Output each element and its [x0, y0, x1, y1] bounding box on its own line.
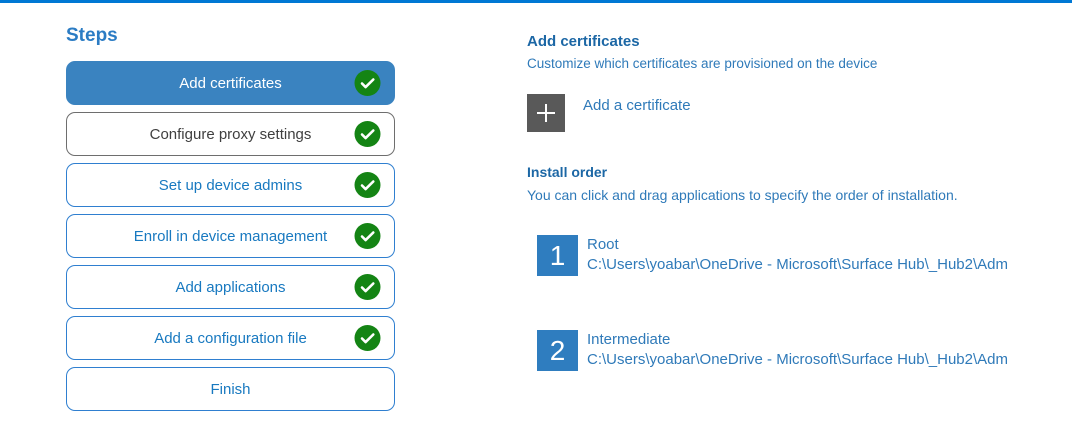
- plus-icon[interactable]: [527, 94, 565, 132]
- install-order-list: 1 Root C:\Users\yoabar\OneDrive - Micros…: [537, 235, 1037, 371]
- check-icon: [354, 274, 381, 300]
- install-order-item-root[interactable]: 1 Root C:\Users\yoabar\OneDrive - Micros…: [537, 235, 1037, 276]
- step-label: Add certificates: [179, 74, 282, 92]
- check-icon: [354, 121, 381, 147]
- step-add-applications[interactable]: Add applications: [66, 265, 395, 309]
- step-label: Configure proxy settings: [149, 125, 312, 143]
- step-add-certificates[interactable]: Add certificates: [66, 61, 395, 105]
- panel-subheading: Customize which certificates are provisi…: [527, 56, 878, 71]
- step-label: Add applications: [175, 278, 286, 296]
- step-finish[interactable]: Finish: [66, 367, 395, 411]
- steps-list: Add certificates Configure proxy setting…: [66, 61, 395, 411]
- step-add-a-configuration-file[interactable]: Add a configuration file: [66, 316, 395, 360]
- step-label: Finish: [210, 380, 251, 398]
- install-order-heading: Install order: [527, 164, 608, 180]
- order-number-badge: 2: [537, 330, 578, 371]
- check-icon: [354, 325, 381, 351]
- order-number-badge: 1: [537, 235, 578, 276]
- install-order-description: You can click and drag applications to s…: [527, 187, 958, 203]
- certificate-path: C:\Users\yoabar\OneDrive - Microsoft\Sur…: [587, 256, 1008, 273]
- step-configure-proxy-settings[interactable]: Configure proxy settings: [66, 112, 395, 156]
- check-icon: [354, 223, 381, 249]
- certificate-path: C:\Users\yoabar\OneDrive - Microsoft\Sur…: [587, 351, 1008, 368]
- steps-sidebar: Steps Add certificates Configure proxy s…: [66, 25, 395, 411]
- step-set-up-device-admins[interactable]: Set up device admins: [66, 163, 395, 207]
- check-icon: [354, 70, 381, 96]
- step-enroll-in-device-management[interactable]: Enroll in device management: [66, 214, 395, 258]
- step-label: Enroll in device management: [133, 227, 328, 245]
- check-icon: [354, 172, 381, 198]
- add-certificate-label: Add a certificate: [583, 97, 691, 114]
- top-accent-line: [0, 0, 1072, 3]
- add-certificate-button[interactable]: Add a certificate: [527, 94, 691, 132]
- step-label: Add a configuration file: [154, 329, 307, 347]
- install-order-item-intermediate[interactable]: 2 Intermediate C:\Users\yoabar\OneDrive …: [537, 330, 1037, 371]
- certificate-name: Intermediate: [587, 331, 671, 348]
- steps-title: Steps: [66, 25, 118, 46]
- certificate-name: Root: [587, 236, 619, 253]
- panel-heading: Add certificates: [527, 33, 640, 50]
- step-label: Set up device admins: [158, 176, 303, 194]
- add-certificates-panel: Add certificates Customize which certifi…: [527, 33, 1037, 371]
